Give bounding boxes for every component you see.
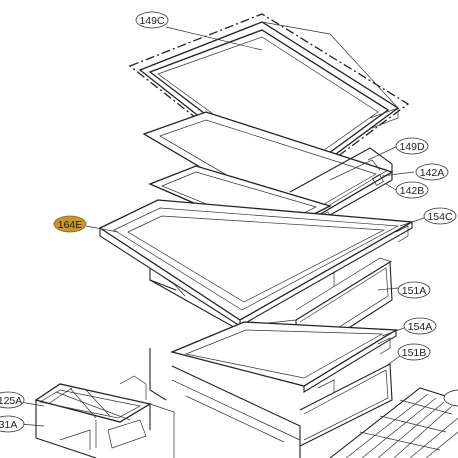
- label-154c: 154C: [423, 207, 457, 225]
- label-131a: 31A: [0, 415, 25, 433]
- label-164e: 164E: [53, 215, 87, 233]
- label-131a-text: 31A: [0, 419, 17, 431]
- crisper-cover-164e: [98, 199, 415, 327]
- crisper-cover-154a: [169, 321, 399, 393]
- ice-maker-125a: [34, 375, 175, 458]
- label-149d: 149D: [395, 137, 429, 155]
- label-151b-text: 151B: [402, 347, 427, 359]
- label-149d-text: 149D: [399, 141, 425, 153]
- label-142b: 142B: [395, 181, 429, 199]
- label-151b: 151B: [397, 343, 431, 361]
- crisper-drawer-151b: [149, 348, 393, 458]
- label-149c-text: 149C: [139, 15, 165, 27]
- label-151a-text: 151A: [402, 285, 427, 297]
- label-154a: 154A: [403, 317, 437, 335]
- leader-lines: [19, 26, 425, 427]
- label-125a: 125A: [0, 391, 25, 409]
- label-149c: 149C: [135, 11, 169, 29]
- label-125a-text: 125A: [0, 395, 22, 407]
- label-151a: 151A: [397, 281, 431, 299]
- label-partial-right: [443, 389, 458, 407]
- label-164e-highlight: [53, 215, 87, 233]
- wire-rack: [329, 387, 458, 458]
- label-154c-text: 154C: [427, 211, 453, 223]
- label-142a: 142A: [415, 163, 449, 181]
- label-142a-text: 142A: [420, 167, 445, 179]
- label-142b-text: 142B: [400, 185, 425, 197]
- label-164e-text: 164E: [58, 219, 83, 231]
- label-154a-text: 154A: [408, 321, 433, 333]
